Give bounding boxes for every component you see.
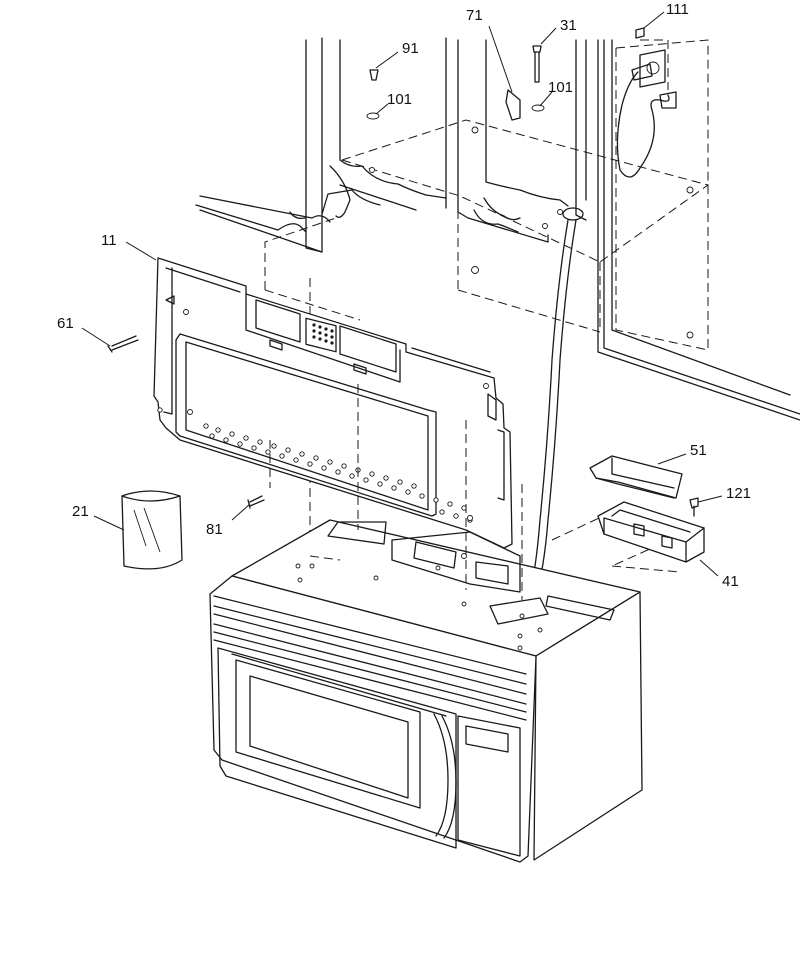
callout-91: 91: [402, 40, 419, 57]
parts-bag: [121, 490, 183, 570]
callout-81: 81: [206, 521, 223, 538]
screw-81: [247, 495, 265, 509]
callout-21: 21: [72, 503, 89, 520]
screw-91: [369, 69, 379, 81]
callout-51: 51: [690, 442, 707, 459]
callout-121: 121: [726, 485, 751, 502]
mounting-plate: [153, 257, 513, 549]
callout-labels: 11 21 31 41 51 61 71 81 91 101 101 111 1…: [57, 1, 751, 590]
callout-71: 71: [466, 7, 483, 24]
bolt-31: [532, 45, 542, 83]
washer-101-left: [366, 112, 380, 120]
plate-hole-rows: [157, 309, 489, 523]
callout-101-right: 101: [548, 79, 573, 96]
callout-101-left: 101: [387, 91, 412, 108]
screw-121: [689, 497, 699, 517]
callout-31: 31: [560, 17, 577, 34]
outlet-and-power-cord: [503, 39, 677, 616]
microwave-oven: [209, 384, 643, 863]
callout-111: 111: [666, 1, 689, 18]
callout-61: 61: [57, 315, 74, 332]
damper-assembly: [551, 455, 705, 573]
callout-11: 11: [101, 232, 117, 249]
clip-71: [505, 89, 521, 121]
washer-101-right: [531, 104, 545, 112]
callout-41: 41: [722, 573, 739, 590]
screw-61: [107, 335, 139, 353]
screw-111: [635, 27, 645, 39]
mesh-grille: [312, 323, 334, 345]
callout-leaders: [81, 11, 723, 577]
